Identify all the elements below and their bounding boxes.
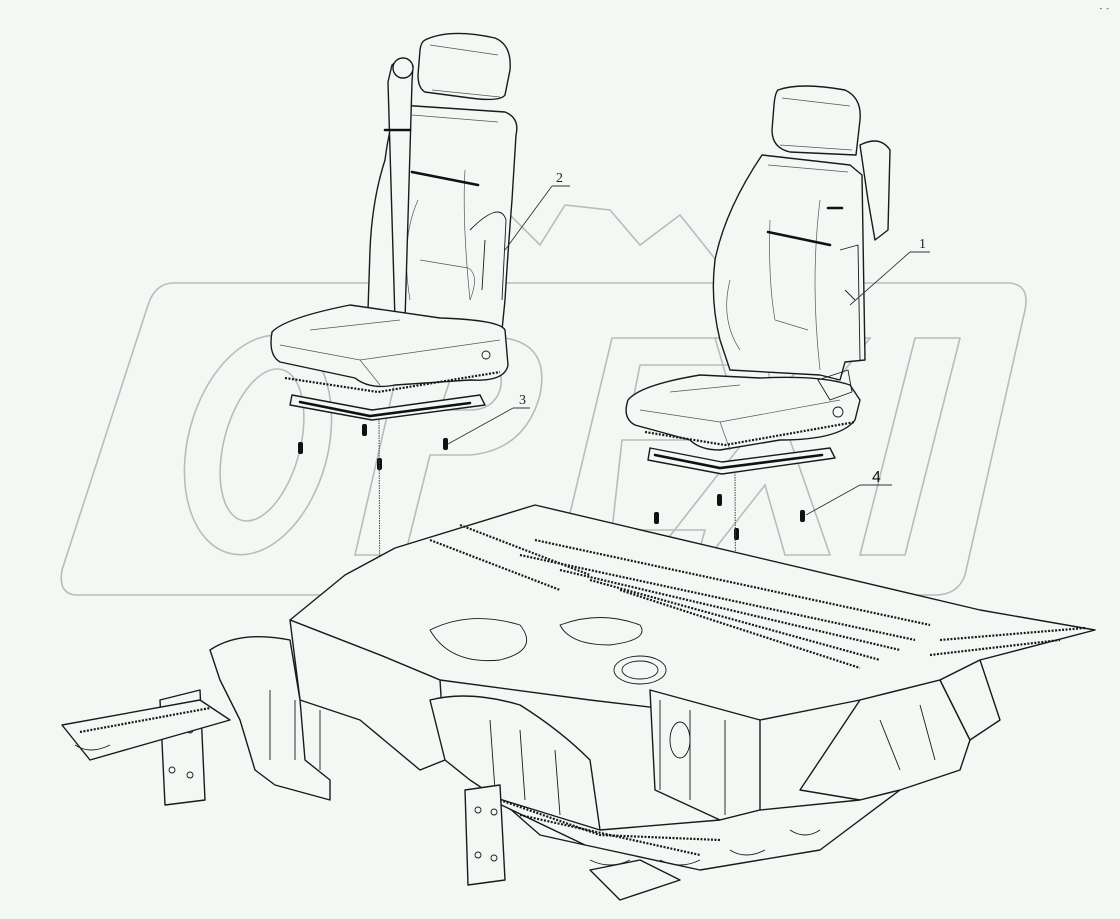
watermark-opex: [60, 204, 1027, 596]
bolts: [298, 424, 805, 540]
bolt-right-c: [734, 528, 739, 540]
svg-text:4: 4: [872, 469, 881, 486]
svg-text:3: 3: [519, 393, 526, 408]
bolt-right-d: [800, 510, 805, 522]
svg-text:1: 1: [919, 237, 926, 252]
bolt-left-b: [362, 424, 367, 436]
callout-4: 4: [805, 469, 892, 516]
callout-1: 1: [849, 237, 930, 306]
bolt-left-a: [298, 442, 303, 454]
callout-2: 2: [504, 171, 570, 251]
bolt-right-b: [717, 494, 722, 506]
svg-text:2: 2: [556, 171, 563, 186]
floor-assembly: [61, 504, 1096, 901]
right-seat-assembly: [625, 85, 891, 475]
bolt-left-d: [443, 438, 448, 450]
callout-3: 3: [447, 393, 530, 445]
corner-mark: - -: [1099, 4, 1110, 13]
bolt-left-c: [377, 458, 382, 470]
bolt-right-a: [654, 512, 659, 524]
left-seat-assembly: [270, 32, 518, 421]
